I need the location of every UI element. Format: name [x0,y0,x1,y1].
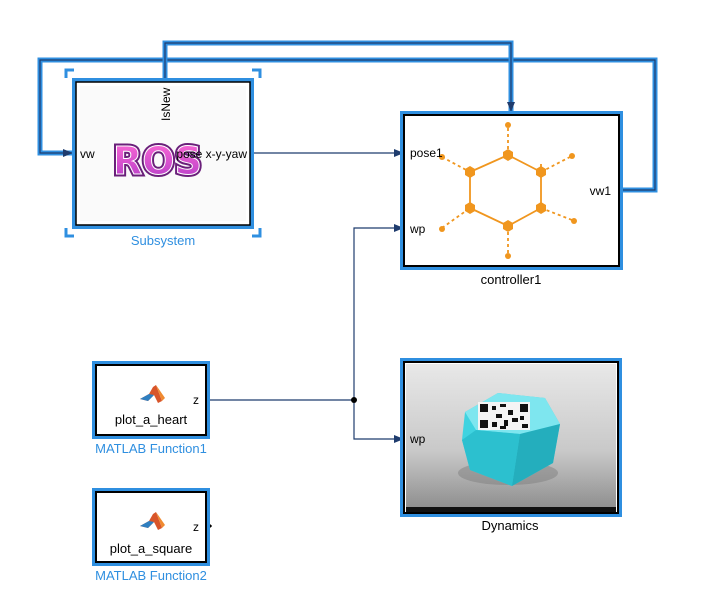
svg-text:ROS: ROS [113,139,202,183]
signal-lines [37,40,658,531]
subsystem-name: Subsystem [131,233,195,248]
controller-block[interactable]: pose1 wp vw1 controller1 [400,111,623,287]
matlab-fn1-body-label: plot_a_heart [115,412,188,427]
hexagon-nodes [439,122,577,259]
matlab-fn1-name: MATLAB Function1 [95,441,207,456]
subsystem-in-port-vw: vw [80,147,95,161]
ros-logo-icon: ROS ROS [111,137,205,186]
controller-name: controller1 [481,272,542,287]
matlab-logo-icon [140,512,165,530]
matlab-logo-icon [140,385,165,403]
dynamics-in-port-wp: wp [409,432,426,446]
branch-point[interactable] [351,397,357,403]
signal-z-to-wp[interactable] [206,224,404,443]
controller-out-port-vw1: vw1 [590,184,612,198]
signal-vw1-to-vw[interactable] [37,57,658,193]
matlab-function1-block[interactable]: z plot_a_heart MATLAB Function1 [92,361,210,456]
selection-handles [64,68,262,238]
svg-text:ROS: ROS [113,139,202,183]
controller-in-port-pose1: pose1 [410,146,443,160]
matlab-fn2-body-label: plot_a_square [110,541,192,556]
dynamics-block[interactable]: wp Dynamics [400,358,622,533]
matlab-fn2-out-port: z [193,520,199,534]
matlab-fn1-out-port: z [193,393,199,407]
dynamics-name: Dynamics [481,518,539,533]
matlab-fn2-name: MATLAB Function2 [95,568,207,583]
subsystem-out-port-pose: pose x-y-yaw [176,147,247,161]
robot-render-icon [458,393,560,486]
signal-isnew-to-controller[interactable] [162,40,515,112]
controller-in-port-wp: wp [409,222,426,236]
matlab-function2-block[interactable]: z plot_a_square MATLAB Function2 [92,488,210,583]
subsystem-port-isnew: IsNew [159,87,173,121]
subsystem-block[interactable]: ROS ROS vw pose x-y-yaw IsNew Subsystem [64,68,262,248]
